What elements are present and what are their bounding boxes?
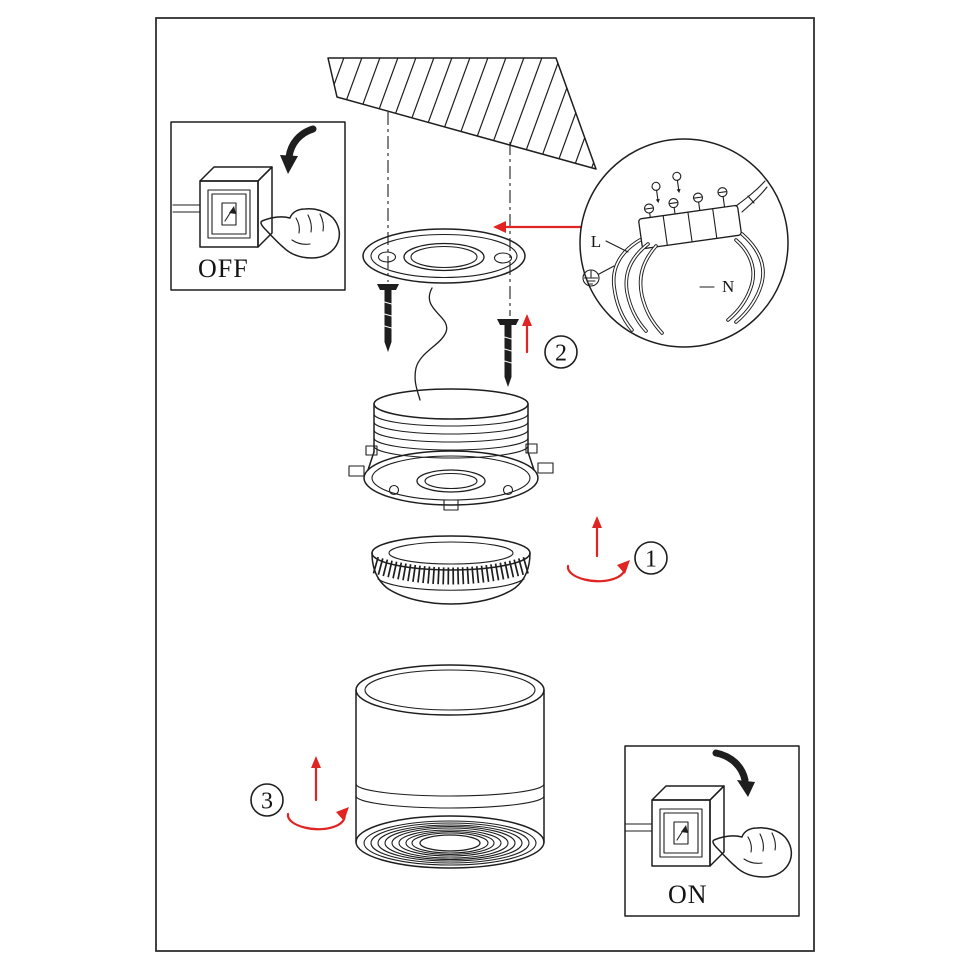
- screw-left: [377, 284, 399, 352]
- fixture-body: [348, 388, 554, 511]
- wiring-detail: L N: [579, 138, 789, 348]
- flange-hole: [502, 484, 514, 496]
- detail-wires-right: [726, 232, 765, 324]
- step-2-direction-arrow: [522, 314, 532, 354]
- flange-hole: [388, 484, 400, 496]
- body-rib: [373, 421, 529, 435]
- body-rib: [373, 437, 529, 451]
- screw-right: [497, 319, 519, 387]
- body-rib: [373, 445, 529, 459]
- live-leader-line: [605, 240, 629, 253]
- inset-frame: [170, 121, 346, 291]
- step-2-number: 2: [555, 341, 567, 367]
- rotate-arrow-off: [280, 125, 317, 174]
- step-3-rotation-arrow: [286, 807, 349, 831]
- housing-thread-rings: [363, 820, 537, 866]
- body-rib: [373, 413, 529, 427]
- neutral-label: N: [722, 277, 734, 296]
- wiring-leader-arrow: [493, 221, 583, 233]
- detail-wires-left: [611, 238, 664, 335]
- step-3-direction-arrow: [311, 756, 321, 802]
- lamp-bulb: [371, 535, 531, 605]
- leader-arrowhead: [493, 221, 506, 233]
- body-flange: [363, 450, 539, 506]
- ring-screw-hole-right: [493, 252, 513, 264]
- bulb-rim-line: [377, 578, 525, 591]
- side-tab-right: [537, 462, 554, 474]
- off-label: OFF: [198, 254, 249, 283]
- spring-clip-left: [365, 445, 378, 456]
- detail-circle: [579, 138, 789, 348]
- step-1-rotation-arrow: [566, 560, 630, 583]
- step-2-badge: 2: [544, 335, 578, 369]
- step-3-number: 3: [261, 789, 273, 815]
- earth-ground-icon: [582, 265, 615, 287]
- step-3-badge: 3: [250, 783, 284, 817]
- spring-clip-right: [525, 443, 538, 454]
- rotate-arrow-on: [712, 749, 755, 797]
- step-1-badge: 1: [634, 541, 668, 575]
- ring-screw-hole-left: [377, 251, 397, 263]
- flange-center-hole: [416, 469, 486, 493]
- switch-on-inset: ON: [624, 745, 800, 917]
- mounting-ring: [362, 228, 526, 284]
- body-rib: [373, 429, 529, 443]
- detail-cable-out: [735, 180, 768, 213]
- live-label: L: [591, 232, 601, 251]
- terminal-screws: [643, 187, 728, 218]
- flange-front-tab: [443, 499, 459, 511]
- loose-screws: [651, 171, 682, 204]
- step-1-number: 1: [645, 547, 657, 573]
- housing-band: [355, 783, 545, 797]
- supply-wire: [414, 287, 448, 401]
- step-1-direction-arrow: [592, 516, 602, 558]
- switch-off-inset: OFF: [170, 121, 346, 291]
- housing-cylinder: [355, 664, 545, 869]
- side-tab-left: [348, 465, 365, 477]
- on-label: ON: [668, 880, 708, 909]
- terminal-block: [638, 171, 742, 250]
